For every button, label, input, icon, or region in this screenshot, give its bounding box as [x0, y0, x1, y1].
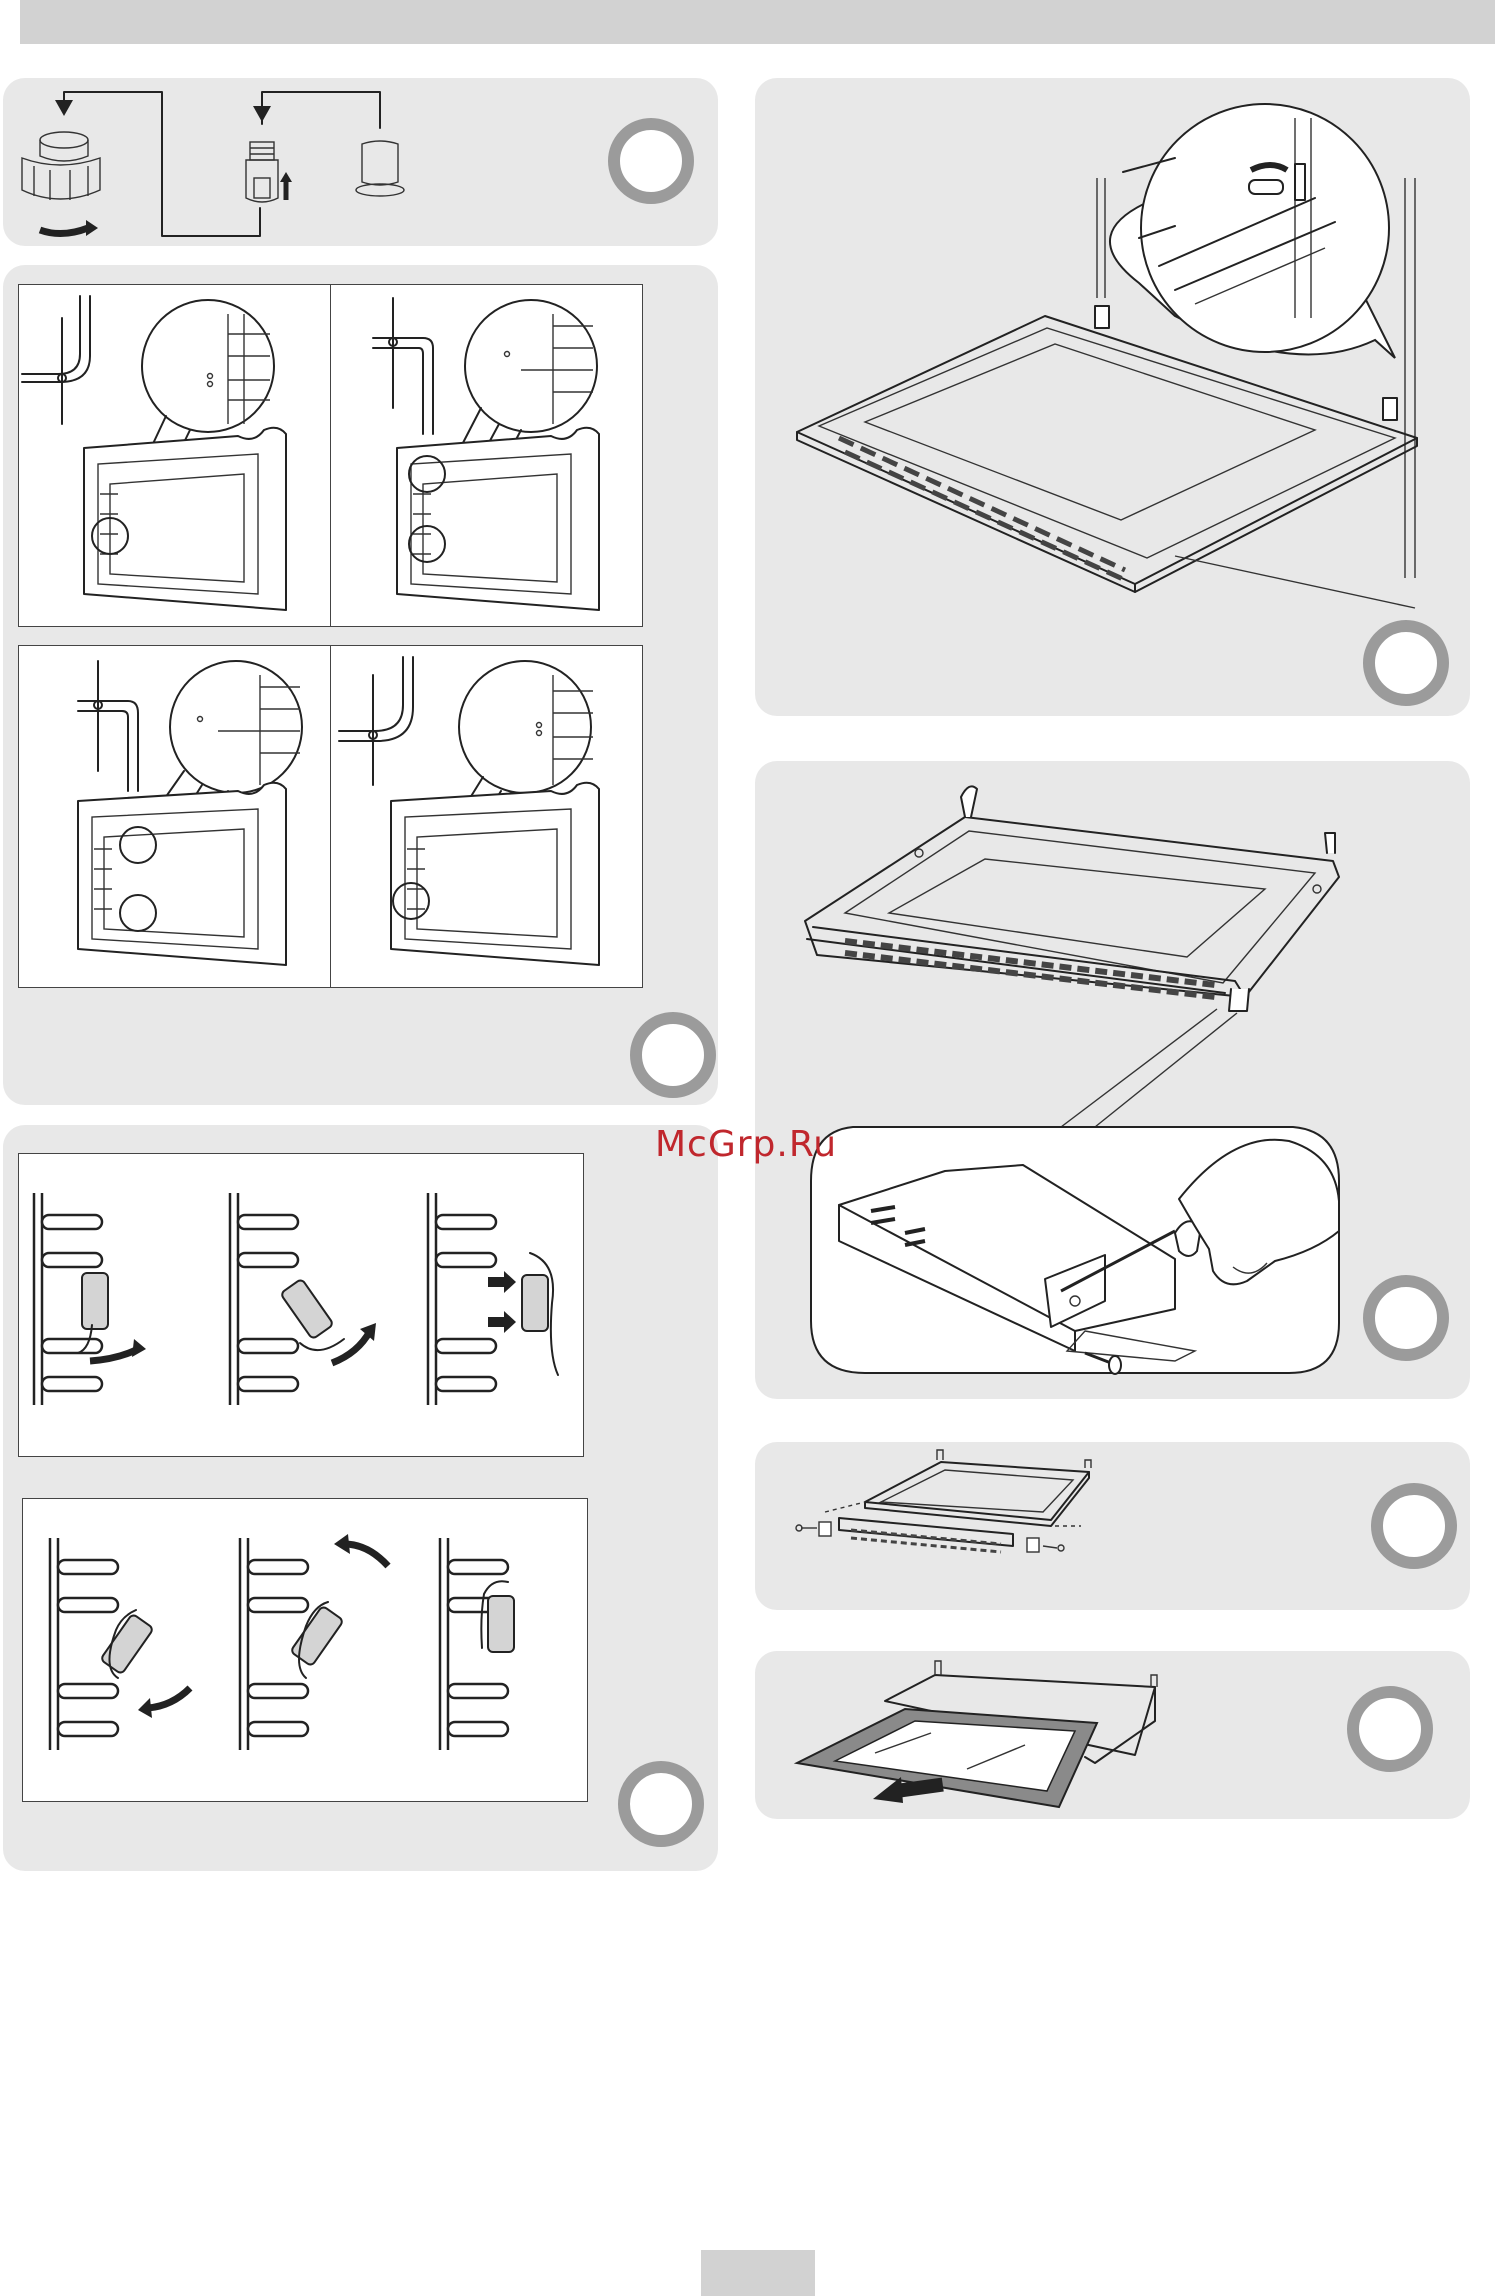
glass-pane-icon [797, 1661, 1157, 1807]
step-badge-door-removal [1363, 620, 1449, 706]
door-strip-icon [796, 1450, 1091, 1552]
step-badge-glass-removal [1347, 1686, 1433, 1772]
rack-positions-illustration [18, 284, 643, 988]
shelf-rail-icon [22, 296, 90, 424]
lamp-bulb-icon [246, 142, 292, 202]
door-screw-illustration [755, 761, 1470, 1399]
step-badge-door-strip [1371, 1483, 1457, 1569]
header-bar [20, 0, 1495, 44]
lamp-glass-icon [356, 141, 404, 196]
page-number-tab [701, 2250, 815, 2296]
door-removal-illustration [755, 78, 1470, 716]
step-badge-side-rails [618, 1761, 704, 1847]
step-badge-lamp [608, 118, 694, 204]
step-badge-door-screw [1363, 1275, 1449, 1361]
lamp-cover-icon [22, 132, 100, 236]
watermark: McGrp.Ru [655, 1124, 837, 1165]
door-strip-illustration [755, 1442, 1470, 1610]
side-rail-clips-illustration [18, 1153, 588, 1803]
step-badge-rack-positions [630, 1012, 716, 1098]
